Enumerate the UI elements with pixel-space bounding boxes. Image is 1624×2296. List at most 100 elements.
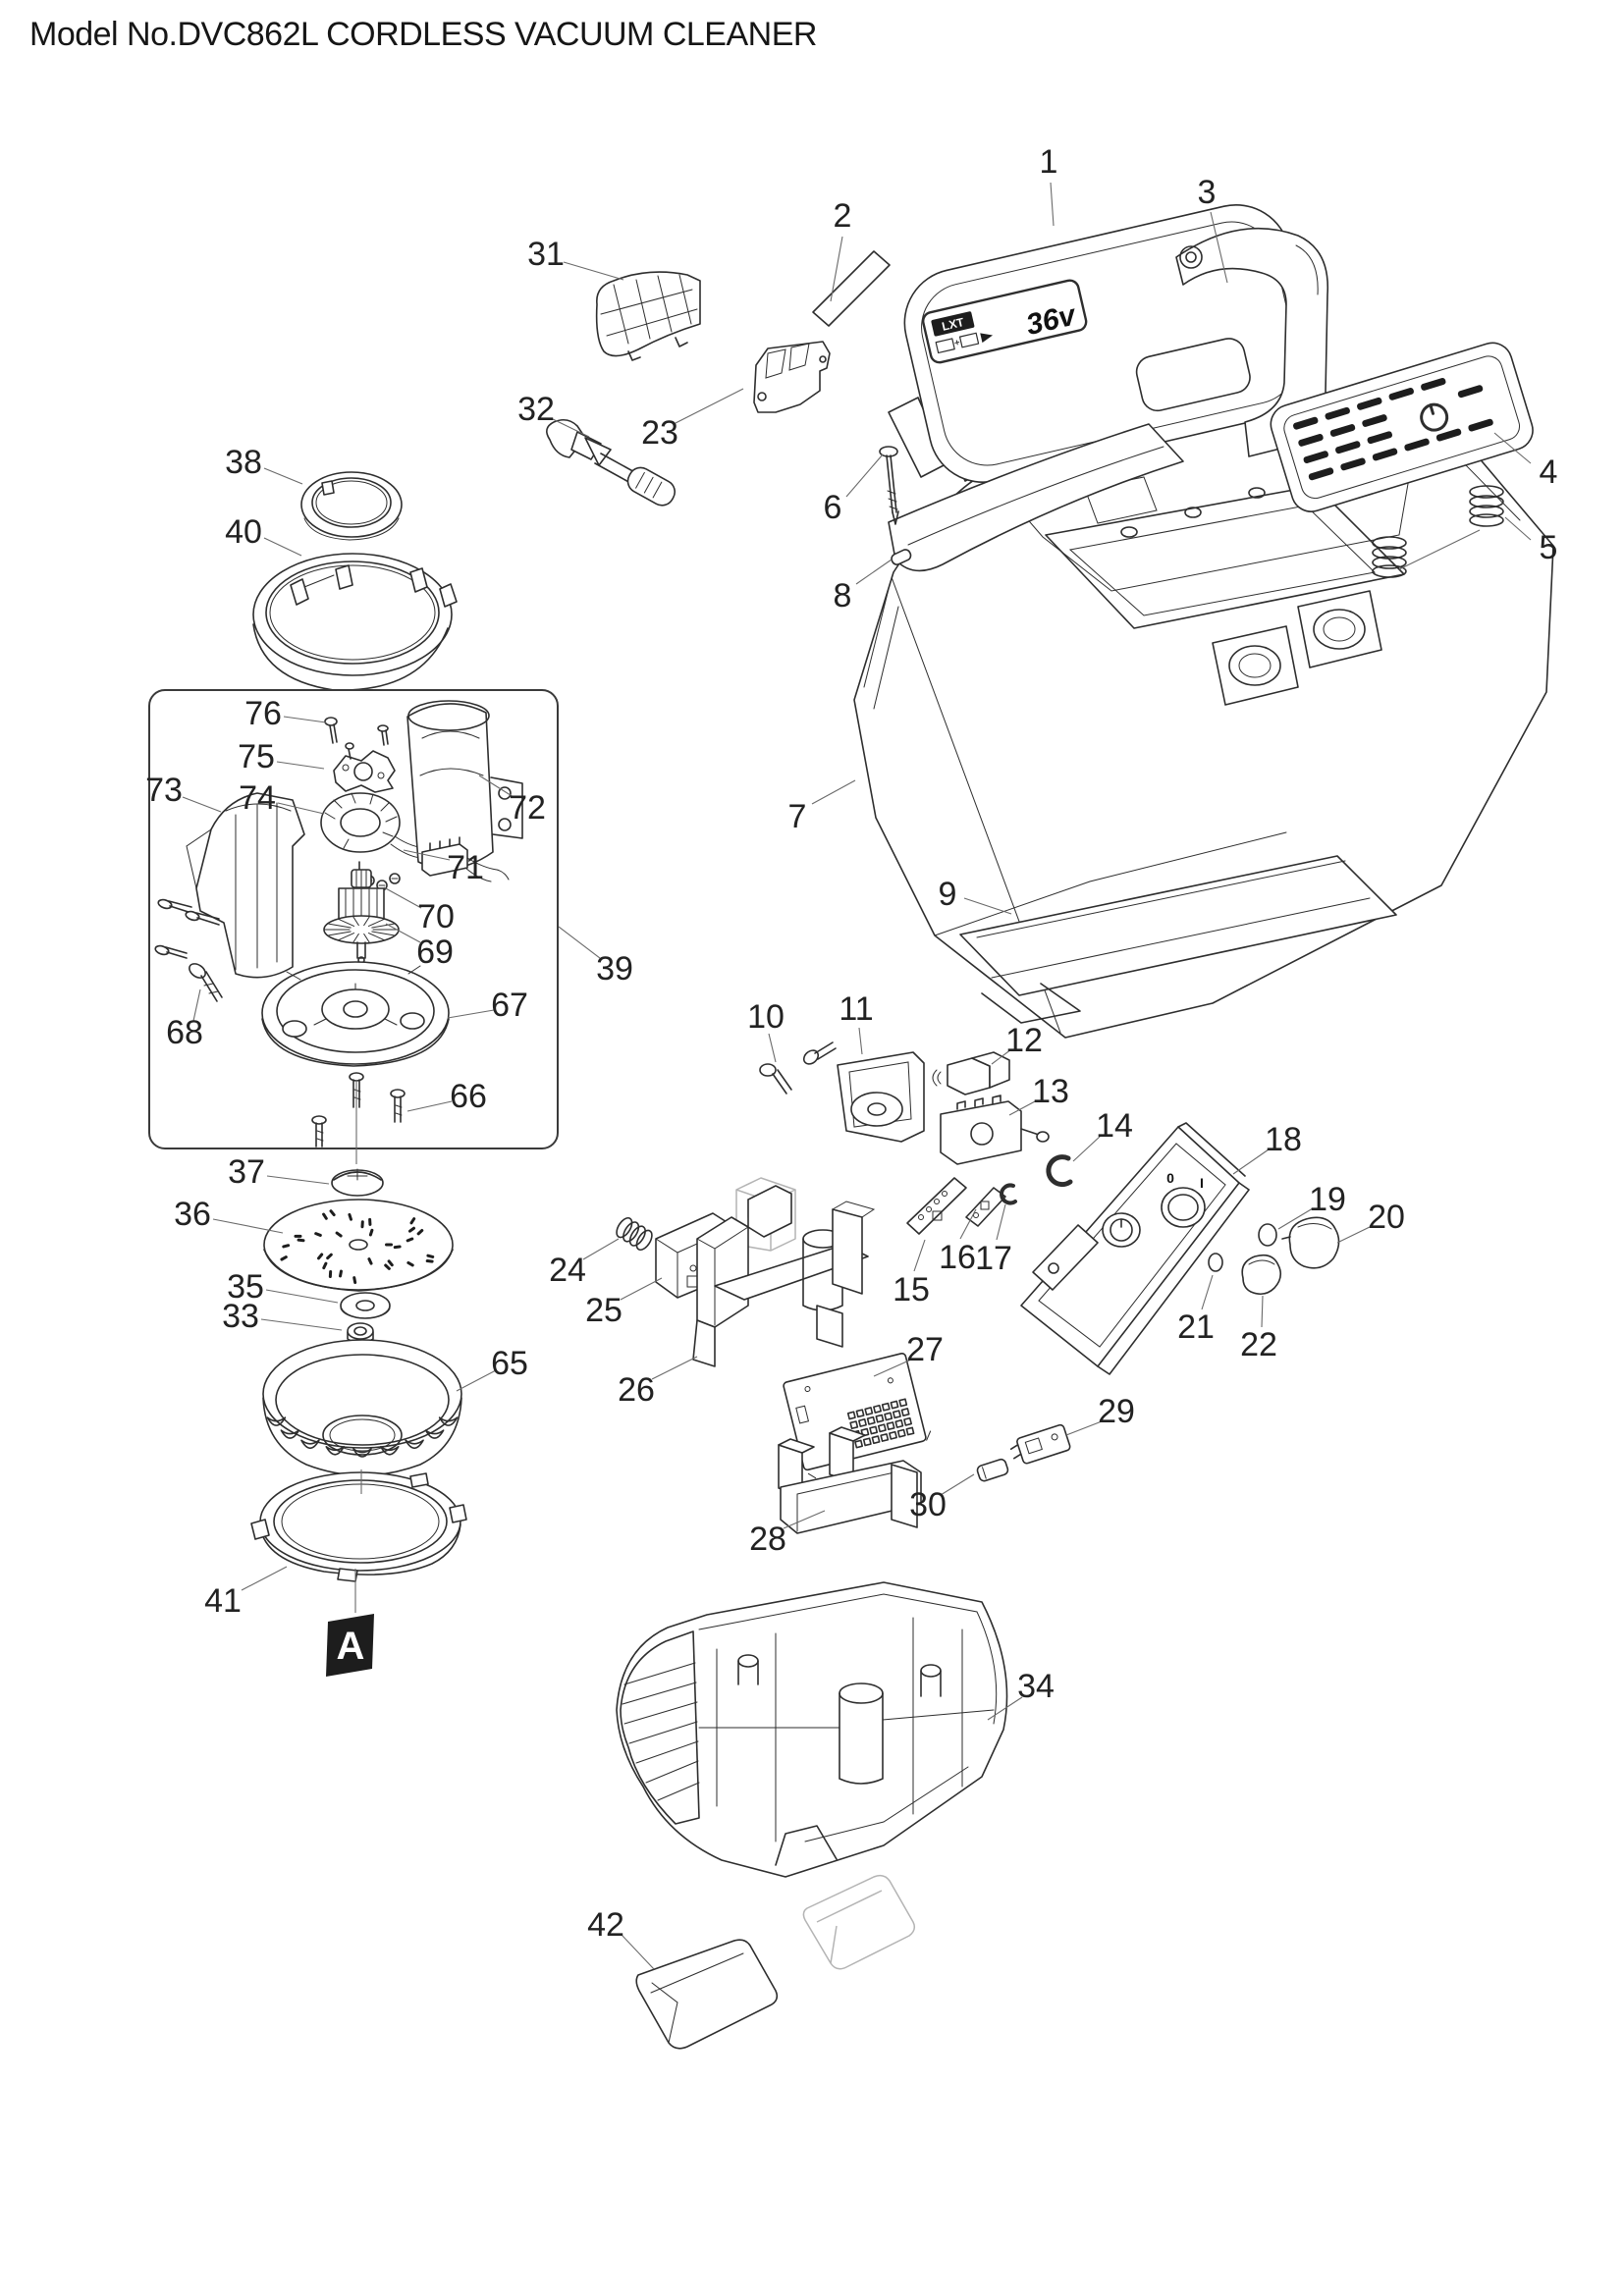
part-label-69: 69 — [416, 934, 454, 971]
part-65-diffuser-ring — [262, 1339, 462, 1476]
leader-line-71 — [403, 849, 451, 861]
leader-line-75 — [276, 761, 325, 770]
leader-line-28 — [783, 1510, 826, 1529]
part-label-65: 65 — [491, 1345, 528, 1382]
leader-line-69 — [385, 923, 421, 943]
part-label-42: 42 — [587, 1906, 624, 1944]
part-22-knob — [1241, 1254, 1282, 1296]
leader-line-76 — [283, 716, 327, 723]
leader-line-17 — [996, 1203, 1006, 1241]
part-18-control-panel: 0 I — [1020, 1122, 1250, 1375]
leader-line-68 — [192, 988, 201, 1022]
leader-line-41 — [241, 1566, 288, 1591]
leader-line-23 — [675, 388, 744, 424]
section-marker: A — [326, 1614, 374, 1677]
leader-line-6 — [845, 454, 884, 498]
part-label-40: 40 — [225, 513, 262, 551]
part-40-retainer-ring — [252, 553, 458, 691]
part-21-o-ring — [1208, 1253, 1223, 1272]
part-label-68: 68 — [166, 1014, 203, 1051]
leader-line-4 — [1493, 432, 1532, 464]
part-6-screw — [879, 446, 899, 525]
leader-line-32 — [552, 418, 590, 438]
part-38-seal-ring — [300, 471, 403, 541]
leader-line-35 — [265, 1289, 339, 1304]
part-label-12: 12 — [1005, 1022, 1043, 1059]
part-label-11: 11 — [839, 990, 873, 1028]
leader-line-73 — [182, 796, 222, 813]
leader-line-26 — [651, 1356, 698, 1380]
part-15-led-pcb — [906, 1177, 967, 1235]
part-label-23: 23 — [641, 414, 678, 452]
part-label-1: 1 — [1040, 143, 1058, 181]
part-label-31: 31 — [527, 236, 565, 273]
lxt-badge: LXT — [941, 315, 966, 334]
part-label-28: 28 — [749, 1521, 786, 1558]
part-label-3: 3 — [1198, 174, 1217, 211]
part-label-76: 76 — [244, 695, 282, 732]
leader-line-29 — [1065, 1420, 1103, 1436]
motor-assembly-box — [148, 689, 559, 1149]
connector-lines — [354, 529, 1481, 1613]
part-label-21: 21 — [1177, 1308, 1215, 1346]
leader-line-11 — [858, 1027, 863, 1055]
leader-line-42 — [621, 1934, 655, 1970]
leader-line-12 — [991, 1048, 1012, 1065]
leader-line-39 — [558, 926, 601, 959]
grille-slots — [1293, 378, 1493, 481]
leader-line-66 — [406, 1100, 453, 1112]
part-30-cap — [976, 1458, 1009, 1482]
part-label-36: 36 — [174, 1196, 211, 1233]
part-5-springs — [1372, 485, 1504, 578]
part-10-screws — [759, 1041, 837, 1095]
part-34-base-housing — [616, 1581, 1008, 1878]
part-label-5: 5 — [1540, 529, 1558, 566]
part-label-26: 26 — [618, 1371, 655, 1409]
part-label-71: 71 — [447, 849, 484, 886]
part-label-32: 32 — [517, 391, 555, 428]
part-23-latch-plate — [753, 341, 831, 413]
part-label-72: 72 — [509, 789, 546, 827]
part-19-o-ring — [1258, 1223, 1277, 1247]
part-label-17: 17 — [975, 1240, 1012, 1277]
part-label-24: 24 — [549, 1252, 586, 1289]
leader-line-22 — [1261, 1295, 1264, 1328]
leader-line-33 — [260, 1318, 343, 1331]
part-16-contact-plate — [965, 1187, 1006, 1227]
leader-line-25 — [620, 1277, 663, 1301]
part-76-screws — [324, 717, 389, 746]
part-73-housing-baffle — [186, 792, 305, 979]
part-label-30: 30 — [909, 1486, 947, 1523]
part-label-75: 75 — [238, 738, 275, 775]
part-12-switch-block — [932, 1051, 1010, 1095]
part-27-controller — [783, 1352, 932, 1479]
box-small-screws — [154, 898, 220, 959]
part-67-fan-housing — [261, 961, 450, 1067]
leader-line-20 — [1336, 1225, 1373, 1244]
part-8-pin — [891, 549, 912, 565]
part-42-sponge — [635, 1939, 779, 2050]
part-label-27: 27 — [906, 1331, 944, 1368]
part-37-cap — [331, 1168, 384, 1197]
leader-line-10 — [768, 1033, 777, 1063]
leader-line-30 — [940, 1473, 975, 1496]
part-label-16: 16 — [939, 1239, 976, 1276]
leader-line-3 — [1210, 211, 1228, 284]
part-68-screw — [189, 963, 223, 1002]
leader-lines — [182, 182, 1532, 1970]
leader-line-21 — [1201, 1274, 1214, 1310]
leader-line-37 — [266, 1175, 330, 1185]
connector-line-3 — [1398, 529, 1481, 570]
leader-line-2 — [830, 236, 843, 302]
leader-line-19 — [1277, 1207, 1314, 1230]
part-label-13: 13 — [1032, 1073, 1069, 1110]
part-label-10: 10 — [747, 998, 785, 1036]
part-75-baffle-plate — [333, 742, 396, 793]
leader-line-36 — [212, 1218, 284, 1234]
part-24-spring — [616, 1216, 653, 1252]
part-label-73: 73 — [145, 772, 183, 809]
part-label-19: 19 — [1309, 1181, 1346, 1218]
